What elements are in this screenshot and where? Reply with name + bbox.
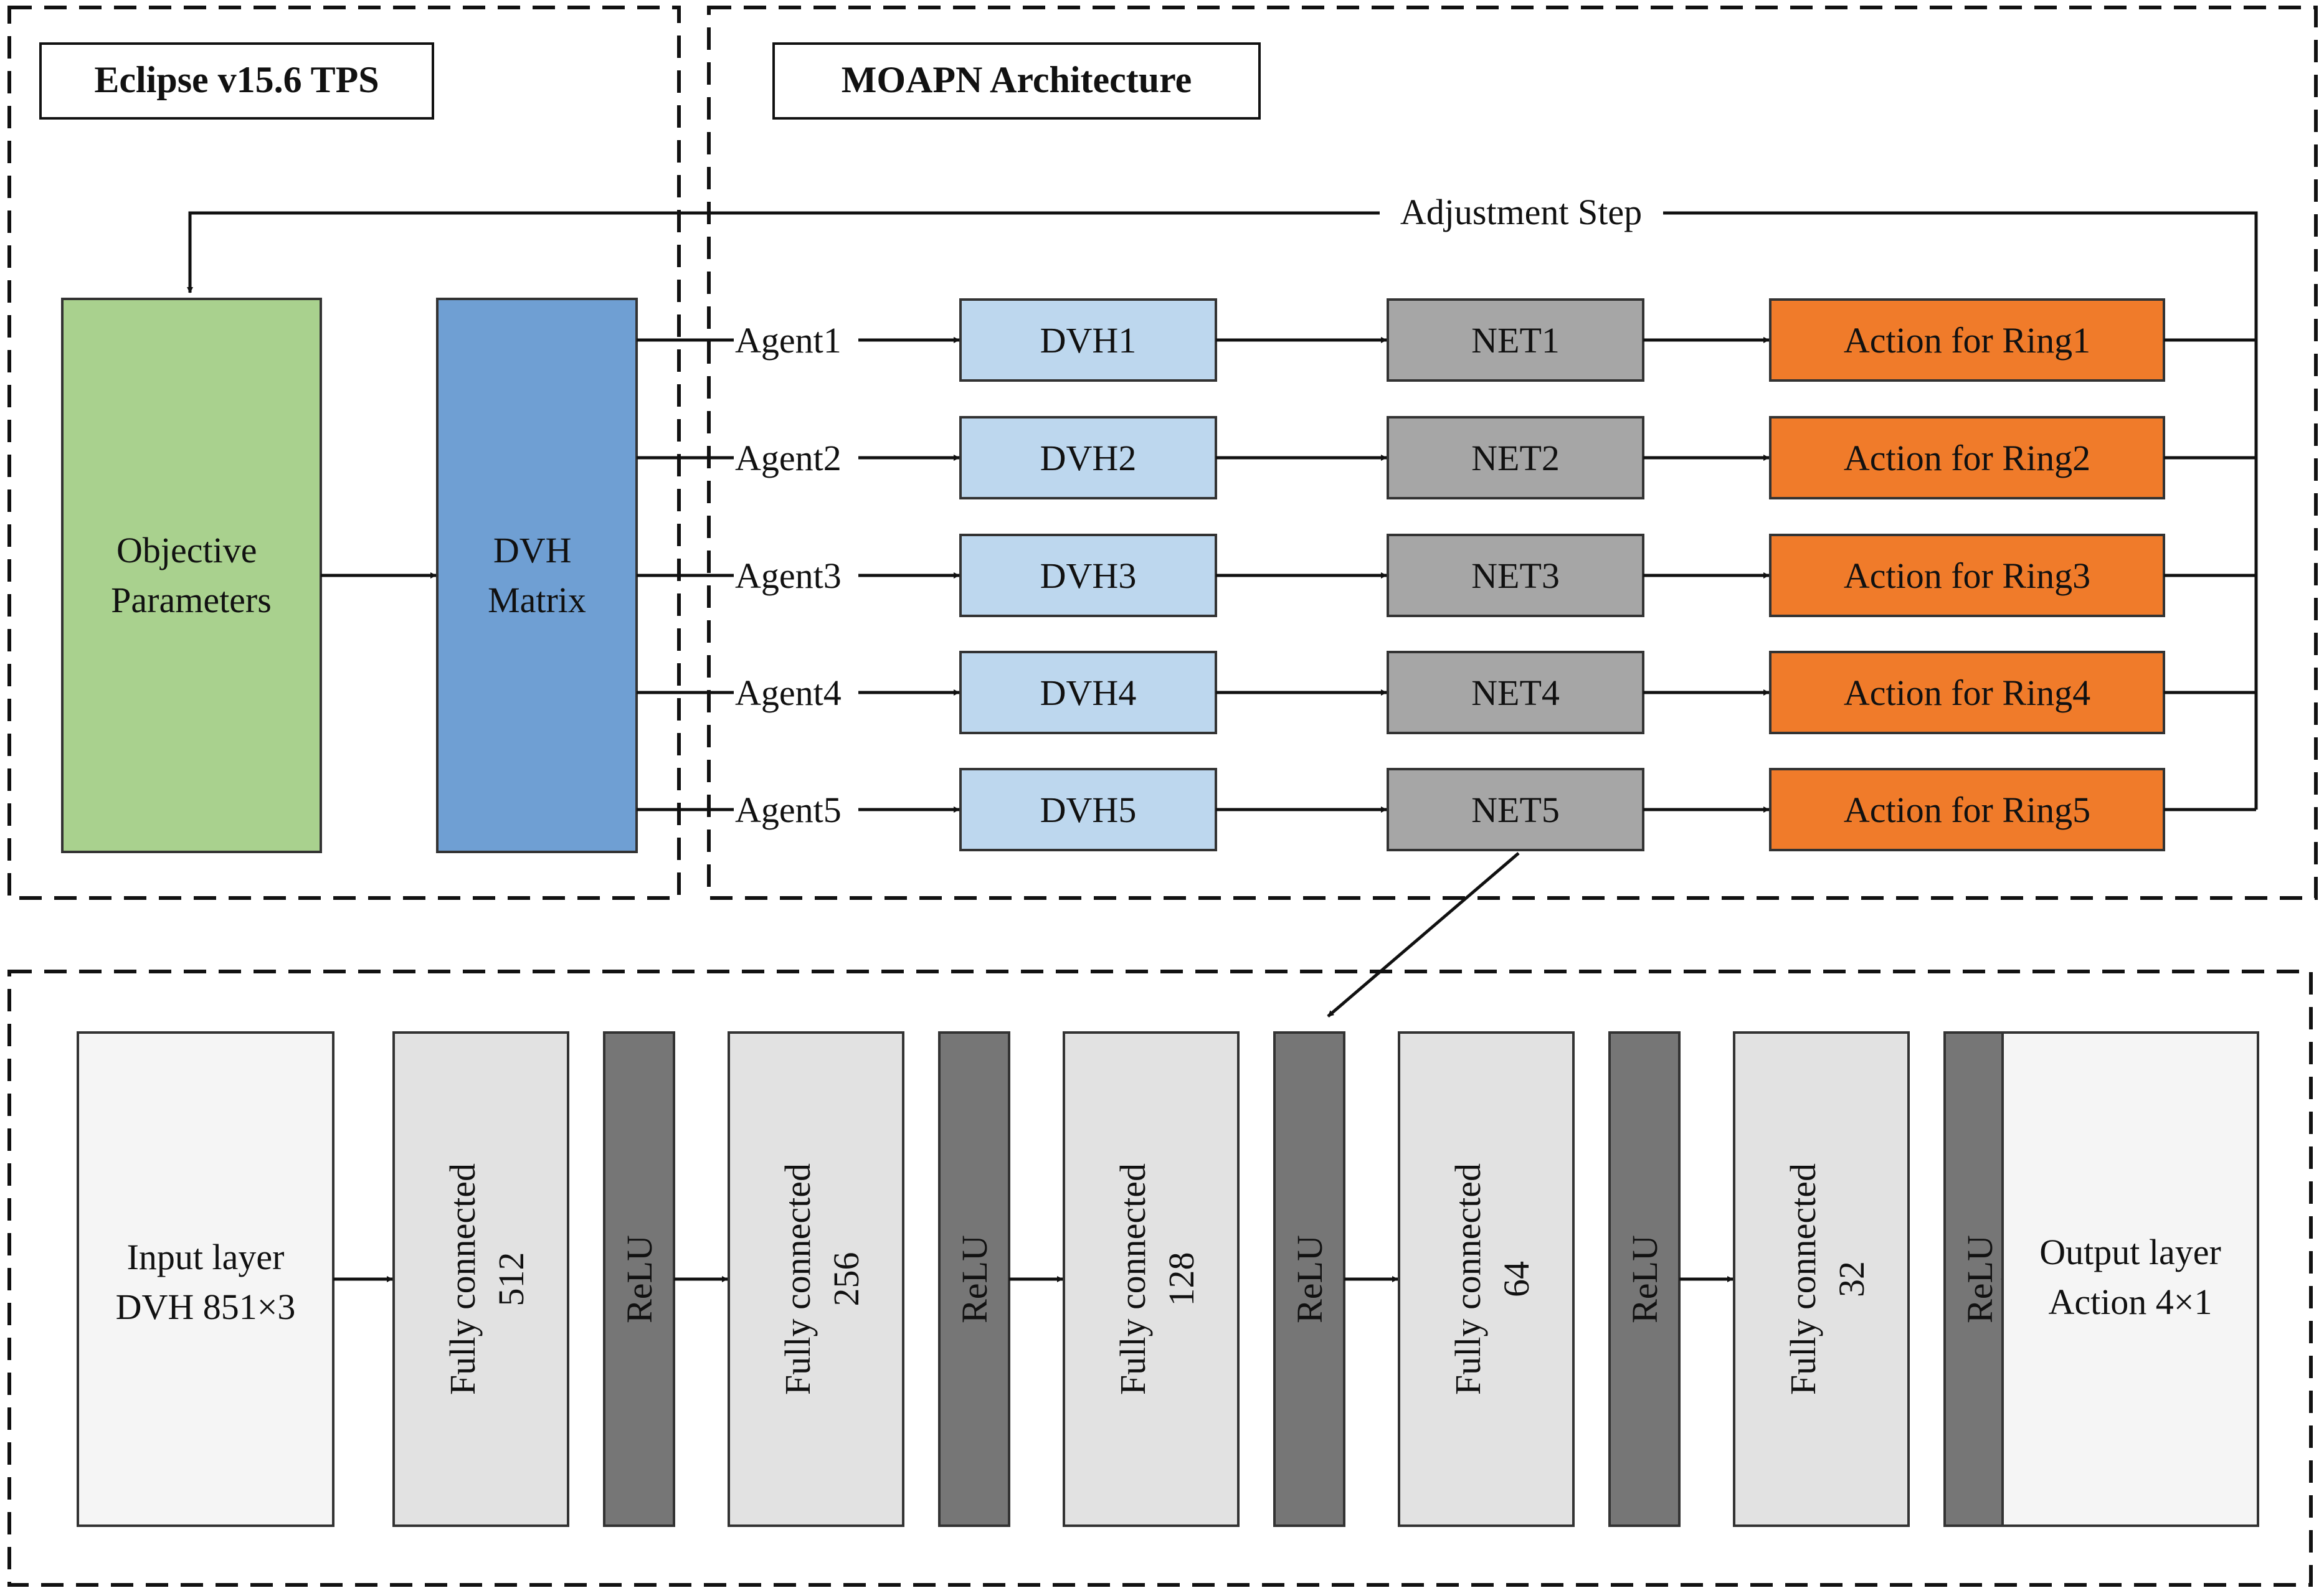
action-4-box: [1769, 651, 2165, 734]
feedback-label-backdrop: [1380, 190, 1663, 237]
objective-parameters-block: [61, 298, 322, 853]
agent-3-label: Agent3: [735, 555, 842, 596]
dvh-2-label: DVH2: [1040, 438, 1137, 478]
net-1-box: [1387, 298, 1644, 382]
action-3-box: [1769, 534, 2165, 617]
fc-4-size: 64: [1496, 1261, 1537, 1297]
action-1-box: [1769, 298, 2165, 382]
objective-parameters-line-2: Parameters: [111, 580, 272, 620]
agent-row-5: Agent5 DVH5 NET5 Action for Ring5: [637, 768, 2256, 851]
tps-panel-frame: [7, 6, 681, 900]
action-3-label: Action for Ring3: [1844, 555, 2090, 596]
agent-4-label: Agent4: [735, 673, 842, 713]
fc-4-block: [1398, 1031, 1575, 1527]
fc-5-block: [1733, 1031, 1910, 1527]
relu-4-block: [1608, 1031, 1681, 1527]
tps-title: Eclipse v15.6 TPS: [94, 59, 379, 100]
output-layer-line-2: Action 4×1: [2048, 1282, 2212, 1322]
dvh-1-box: [959, 298, 1217, 382]
agent-5-label: Agent5: [735, 790, 842, 830]
dvh-matrix-line-2: Matrix: [488, 580, 586, 620]
net-4-label: NET4: [1471, 673, 1560, 713]
fc-3-block: [1063, 1031, 1240, 1527]
dvh-1-label: DVH1: [1040, 320, 1137, 361]
dvh-5-label: DVH5: [1040, 790, 1137, 830]
agent-row-2: Agent2 DVH2 NET2 Action for Ring2: [637, 416, 2256, 499]
net-5-label: NET5: [1471, 790, 1560, 830]
dvh-matrix-line-1: DVH: [493, 530, 572, 570]
net5-to-network-arrow: [1327, 852, 1520, 1018]
agent-row-1: Agent1 DVH1 NET1 Action for Ring1: [637, 298, 2256, 382]
moapn-title: MOAPN Architecture: [842, 59, 1192, 100]
fc-2-block: [728, 1031, 904, 1527]
agent-2-label: Agent2: [735, 438, 842, 478]
fc-1-size: 512: [491, 1252, 531, 1307]
dvh-matrix-block: [436, 298, 638, 853]
moapn-title-box: [772, 42, 1261, 120]
agent-row-4: Agent4 DVH4 NET4 Action for Ring4: [637, 651, 2256, 734]
dvh-4-label: DVH4: [1040, 673, 1137, 713]
output-layer-block: [2001, 1031, 2259, 1527]
output-layer-line-1: Output layer: [2039, 1232, 2221, 1272]
feedback-label: Adjustment Step: [1400, 192, 1642, 232]
action-2-box: [1769, 416, 2165, 499]
fc-5-type: Fully connected: [1783, 1163, 1823, 1395]
fc-1-type: Fully connected: [442, 1163, 483, 1395]
fc-2-type: Fully connected: [777, 1163, 818, 1395]
input-layer-block: [77, 1031, 334, 1527]
net-1-label: NET1: [1471, 320, 1560, 361]
fc-1-block: [392, 1031, 569, 1527]
network-panel-frame: [7, 970, 2313, 1587]
dvh-4-box: [959, 651, 1217, 734]
relu-3-label: ReLU: [1289, 1235, 1330, 1323]
relu-5-label: ReLU: [1960, 1235, 2000, 1323]
fc-3-size: 128: [1161, 1252, 1202, 1307]
net-2-label: NET2: [1471, 438, 1560, 478]
relu-1-label: ReLU: [619, 1235, 660, 1323]
fc-3-type: Fully connected: [1112, 1163, 1153, 1395]
objective-parameters-line-1: Objective: [116, 530, 257, 570]
input-layer-line-1: Input layer: [127, 1237, 285, 1277]
agent-row-3: Agent3 DVH3 NET3 Action for Ring3: [637, 534, 2256, 617]
relu-2-block: [938, 1031, 1010, 1527]
moapn-panel-frame: [707, 6, 2318, 900]
action-4-label: Action for Ring4: [1844, 673, 2090, 713]
dvh-matrix-label: DVH Matrix: [488, 530, 586, 620]
fc-5-size: 32: [1831, 1261, 1872, 1297]
fc-4-type: Fully connected: [1448, 1163, 1488, 1395]
dvh-2-box: [959, 416, 1217, 499]
relu-3-block: [1273, 1031, 1345, 1527]
relu-4-label: ReLU: [1624, 1235, 1665, 1323]
action-5-label: Action for Ring5: [1844, 790, 2090, 830]
input-layer-line-2: DVH 851×3: [116, 1287, 296, 1327]
relu-2-label: ReLU: [954, 1235, 995, 1323]
action-2-label: Action for Ring2: [1844, 438, 2090, 478]
action-1-label: Action for Ring1: [1844, 320, 2090, 361]
net-3-label: NET3: [1471, 555, 1560, 596]
relu-1-block: [603, 1031, 675, 1527]
action-5-box: [1769, 768, 2165, 851]
objective-parameters-label: Objective Parameters: [111, 530, 272, 620]
dvh-3-label: DVH3: [1040, 555, 1137, 596]
dvh-5-box: [959, 768, 1217, 851]
feedback-loop-line: [187, 211, 2258, 336]
net-3-box: [1387, 534, 1644, 617]
net-4-box: [1387, 651, 1644, 734]
fc-2-size: 256: [826, 1252, 866, 1307]
net-2-box: [1387, 416, 1644, 499]
agent-1-label: Agent1: [735, 320, 842, 361]
tps-title-box: [39, 42, 434, 120]
dvh-3-box: [959, 534, 1217, 617]
